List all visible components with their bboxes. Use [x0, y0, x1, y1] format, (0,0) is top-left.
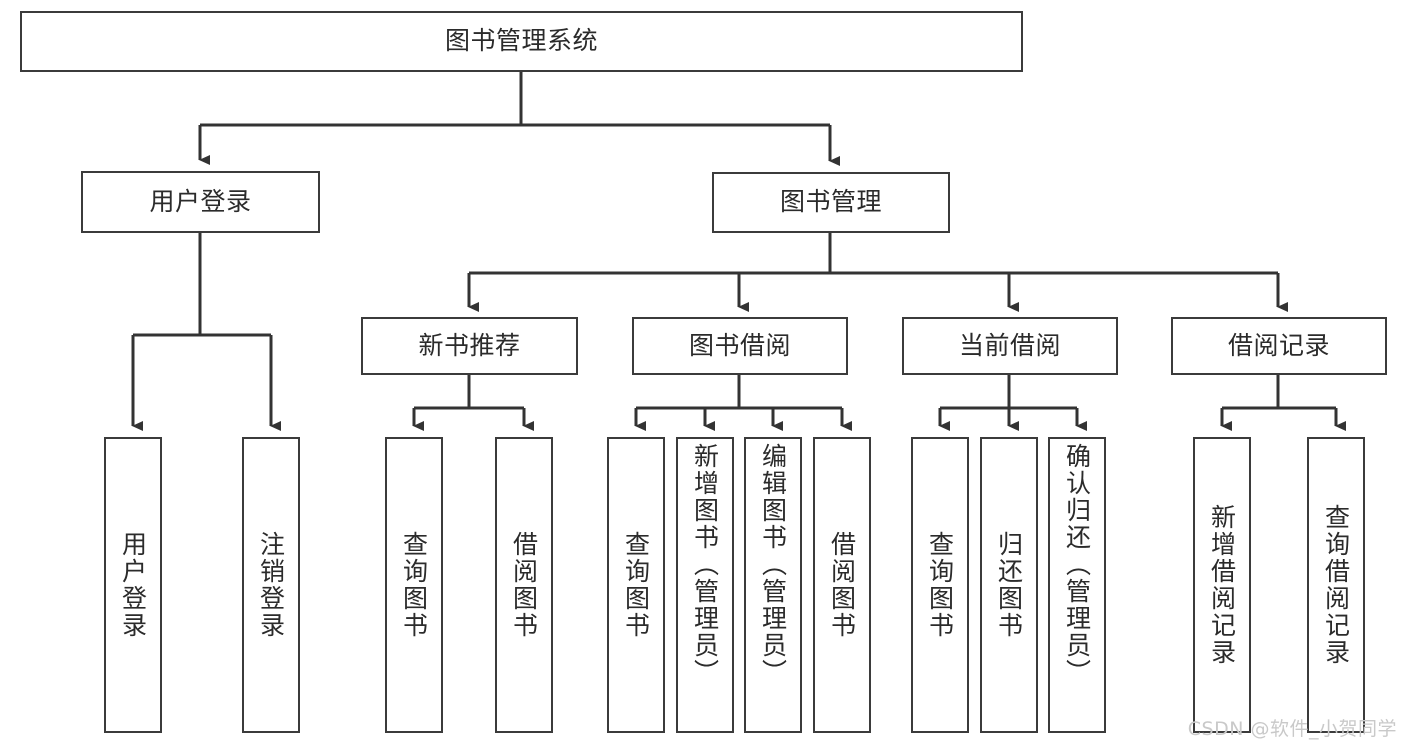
- node-borrow-record[interactable]: 借阅记录: [1171, 317, 1387, 375]
- leaf-borrow-record-add-record[interactable]: 新增借阅记录: [1193, 437, 1251, 733]
- leaf-book-borrow-add-book-admin[interactable]: 新增图书（管理员）: [676, 437, 734, 733]
- leaf-borrow-record-query-record[interactable]: 查询借阅记录: [1307, 437, 1365, 733]
- node-label: 新书推荐: [418, 330, 521, 360]
- node-label: 新增借阅记录: [1207, 504, 1237, 666]
- node-label: 借阅图书: [509, 531, 539, 639]
- leaf-current-borrow-query-books[interactable]: 查询图书: [911, 437, 969, 733]
- node-root-book-management-system[interactable]: 图书管理系统: [20, 11, 1023, 72]
- node-label: 当前借阅: [958, 330, 1061, 360]
- node-label: 确认归还（管理员）: [1062, 443, 1092, 686]
- leaf-current-borrow-return-books[interactable]: 归还图书: [980, 437, 1038, 733]
- node-label: 图书借阅: [688, 330, 791, 360]
- node-label: 查询图书: [925, 531, 955, 639]
- leaf-new-book-borrow-books[interactable]: 借阅图书: [495, 437, 553, 733]
- leaf-book-borrow-edit-book-admin[interactable]: 编辑图书（管理员）: [744, 437, 802, 733]
- node-label: 用户登录: [118, 531, 148, 639]
- node-label: 编辑图书（管理员）: [758, 443, 788, 686]
- node-book-borrow[interactable]: 图书借阅: [632, 317, 848, 375]
- node-user-login[interactable]: 用户登录: [81, 171, 320, 233]
- node-label: 图书管理系统: [444, 26, 598, 56]
- node-label: 新增图书（管理员）: [690, 443, 720, 686]
- node-label: 查询图书: [621, 531, 651, 639]
- node-label: 用户登录: [149, 186, 252, 216]
- node-new-book-recommend[interactable]: 新书推荐: [361, 317, 578, 375]
- node-label: 借阅记录: [1227, 330, 1330, 360]
- node-label: 图书管理: [779, 187, 882, 217]
- node-book-management[interactable]: 图书管理: [712, 172, 950, 233]
- leaf-book-borrow-query-books[interactable]: 查询图书: [607, 437, 665, 733]
- node-label: 注销登录: [256, 531, 286, 639]
- node-label: 查询图书: [399, 531, 429, 639]
- node-label: 归还图书: [994, 531, 1024, 639]
- node-label: 借阅图书: [827, 531, 857, 639]
- leaf-new-book-query-books[interactable]: 查询图书: [385, 437, 443, 733]
- leaf-current-borrow-confirm-return-admin[interactable]: 确认归还（管理员）: [1048, 437, 1106, 733]
- leaf-user-login-logout[interactable]: 注销登录: [242, 437, 300, 733]
- node-current-borrow[interactable]: 当前借阅: [902, 317, 1118, 375]
- leaf-user-login-login[interactable]: 用户登录: [104, 437, 162, 733]
- leaf-book-borrow-borrow-books[interactable]: 借阅图书: [813, 437, 871, 733]
- node-label: 查询借阅记录: [1321, 504, 1351, 666]
